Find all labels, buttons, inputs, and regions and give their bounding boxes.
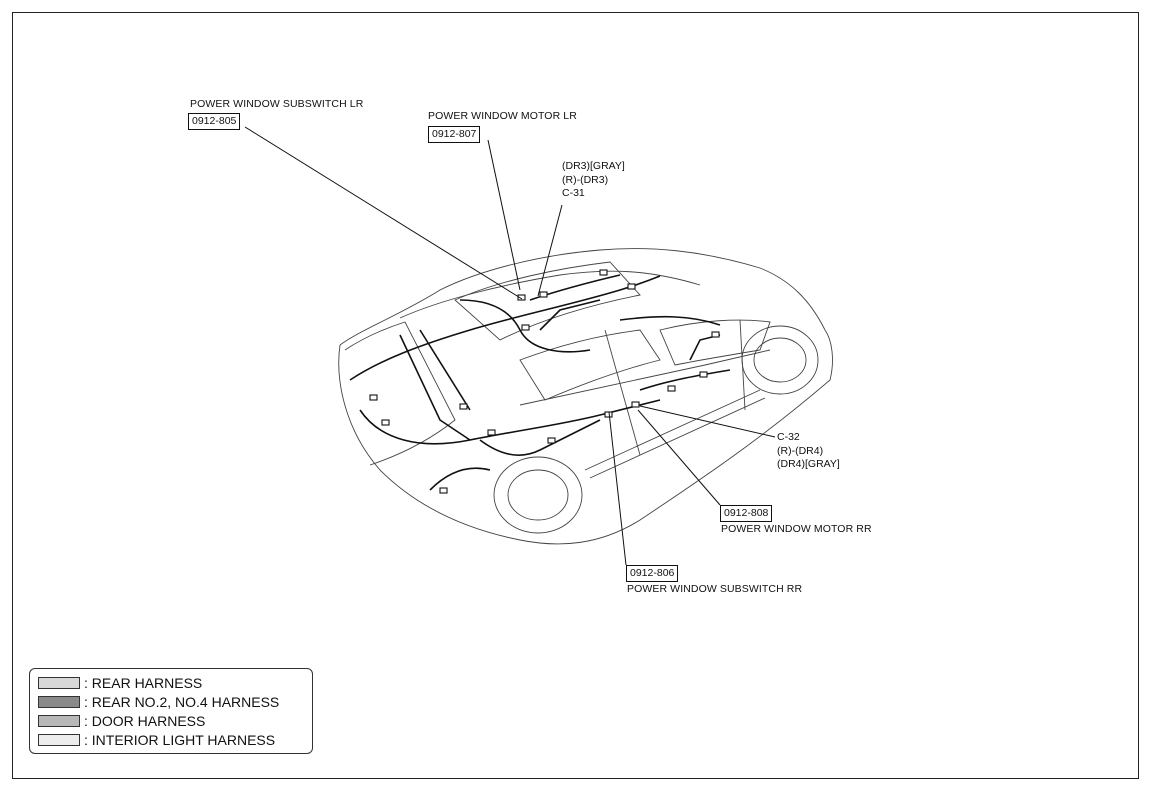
- leader-rr-subswitch: [608, 411, 627, 566]
- c31-line-2: (R)-(DR3): [562, 173, 609, 186]
- c31-line-3: C-31: [562, 187, 585, 199]
- lr-subswitch-code: 0912-805: [188, 113, 241, 130]
- leader-lr-subswitch: [244, 126, 523, 300]
- rr-motor-code: 0912-808: [720, 505, 773, 522]
- diagram-frame: [12, 12, 1139, 779]
- lr-motor-label: POWER WINDOW MOTOR LR: [428, 110, 577, 122]
- lr-motor-code: 0912-807: [428, 126, 481, 143]
- leader-lr-motor: [487, 139, 521, 291]
- leader-c31: [537, 204, 563, 297]
- legend-label: : INTERIOR LIGHT HARNESS: [84, 731, 276, 748]
- legend-label: : REAR NO.2, NO.4 HARNESS: [84, 693, 280, 710]
- legend-swatch: [38, 733, 80, 746]
- leader-c32: [639, 405, 776, 438]
- harness-legend: : REAR HARNESS : REAR NO.2, NO.4 HARNESS…: [29, 668, 313, 754]
- legend-item: : REAR HARNESS: [38, 673, 312, 692]
- connector-c32-info: C-32 (R)-(DR4) (DR4)[GRAY]: [777, 431, 840, 472]
- c32-line-2: (R)-(DR4): [777, 444, 824, 457]
- leader-rr-motor: [637, 409, 721, 506]
- legend-label: : DOOR HARNESS: [84, 712, 206, 729]
- c32-line-3: (DR4)[GRAY]: [777, 458, 840, 470]
- legend-item: : INTERIOR LIGHT HARNESS: [38, 730, 312, 749]
- c32-line-1: C-32: [777, 431, 800, 443]
- legend-label: : REAR HARNESS: [84, 674, 203, 691]
- legend-swatch: [38, 695, 80, 708]
- c31-line-1: (DR3)[GRAY]: [562, 160, 625, 172]
- legend-swatch: [38, 676, 80, 689]
- lr-subswitch-label: POWER WINDOW SUBSWITCH LR: [190, 98, 364, 110]
- legend-item: : DOOR HARNESS: [38, 711, 312, 730]
- legend-swatch: [38, 714, 80, 727]
- leader-lines: [244, 126, 776, 566]
- car-body-outline: [338, 248, 833, 545]
- legend-item: : REAR NO.2, NO.4 HARNESS: [38, 692, 312, 711]
- rr-motor-label: POWER WINDOW MOTOR RR: [721, 523, 872, 535]
- rr-subswitch-code: 0912-806: [626, 565, 679, 582]
- connector-c31-info: (DR3)[GRAY] (R)-(DR3) C-31: [562, 160, 625, 201]
- harness-connectors: [369, 269, 720, 494]
- rr-subswitch-label: POWER WINDOW SUBSWITCH RR: [627, 583, 803, 595]
- harness-wiring: [349, 274, 731, 491]
